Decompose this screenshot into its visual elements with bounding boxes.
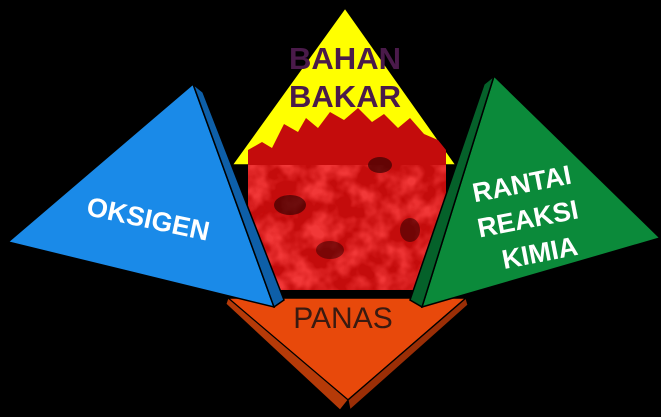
fuel-label-line2: BAKAR (289, 79, 401, 114)
heat-label: PANAS (293, 302, 392, 335)
fuel-label-line1: BAHAN (289, 41, 401, 76)
